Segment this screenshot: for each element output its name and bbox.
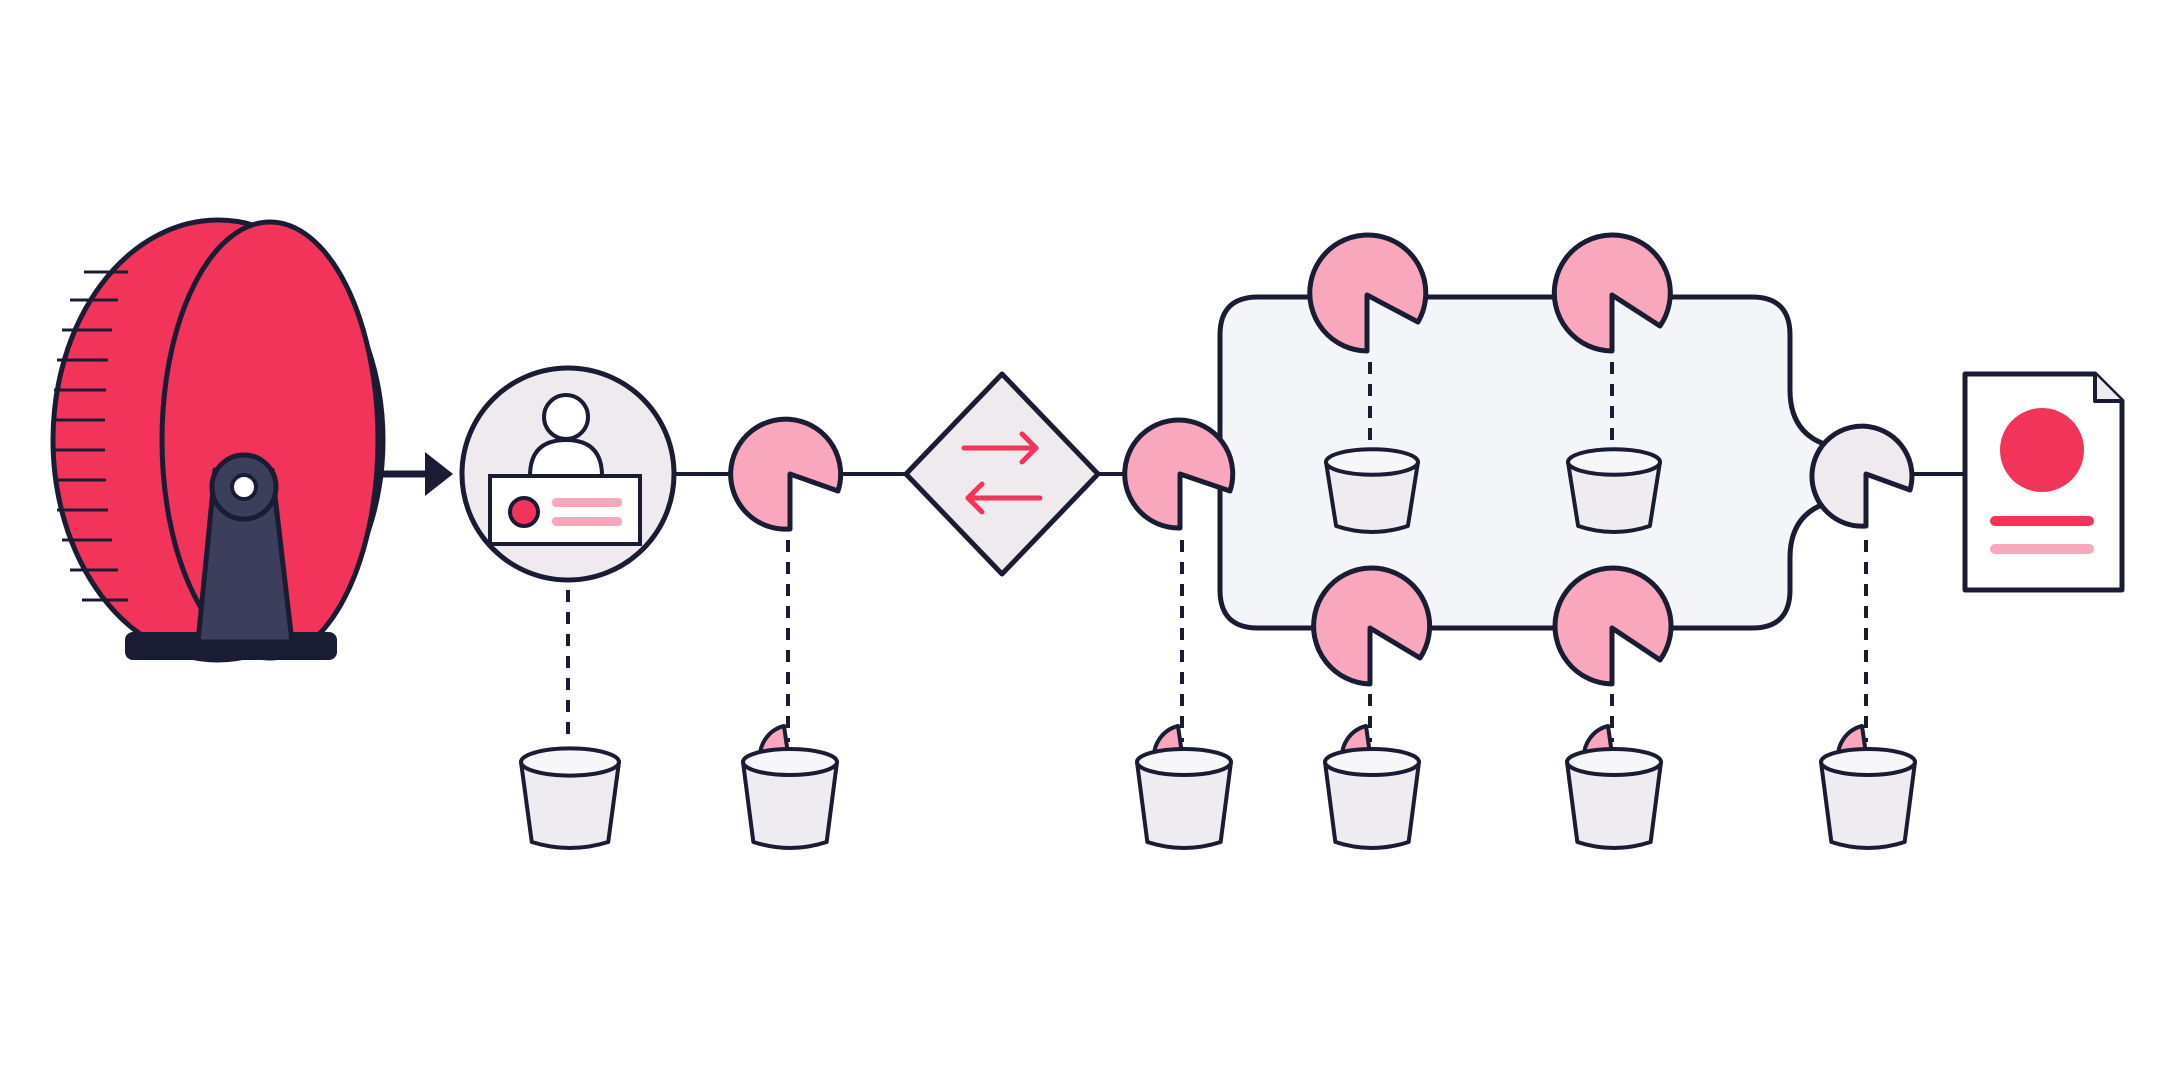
pie-slice-icon [1809, 423, 1915, 529]
bucket-icon [1135, 724, 1233, 850]
bucket-icon [1323, 724, 1421, 850]
pie-slice-icon [1552, 565, 1674, 687]
bucket-icon [519, 746, 621, 850]
bucket-icon [741, 724, 839, 850]
pie-slice-icon [1551, 232, 1673, 354]
wheel-rungs [53, 270, 128, 602]
pie-slice-icon [1307, 232, 1429, 354]
pie-slice-icon [728, 416, 844, 532]
swap-arrows-icon [961, 431, 1043, 515]
pie-slice-icon [1122, 417, 1236, 531]
user-card-icon [488, 393, 642, 546]
document-icon [1962, 371, 2125, 593]
pie-slice-icon [1311, 565, 1433, 687]
buckets [519, 447, 1917, 850]
bucket-icon [1566, 447, 1662, 534]
hamster-wheel-icon [50, 217, 386, 663]
pie-node [728, 416, 844, 532]
bucket-icon [1565, 724, 1663, 850]
pie-node-muted [1809, 423, 1915, 529]
exchange-diamond [903, 371, 1101, 577]
bucket-icon [1324, 447, 1420, 534]
user-profile-node [459, 365, 677, 583]
pie-node [1122, 417, 1236, 531]
dashed-drop-lines [566, 362, 1868, 742]
arrow-right-icon [375, 452, 453, 496]
parallel-pies [1307, 232, 1674, 687]
bucket-icon [1819, 724, 1917, 850]
parallel-group-panel [1217, 294, 1843, 631]
